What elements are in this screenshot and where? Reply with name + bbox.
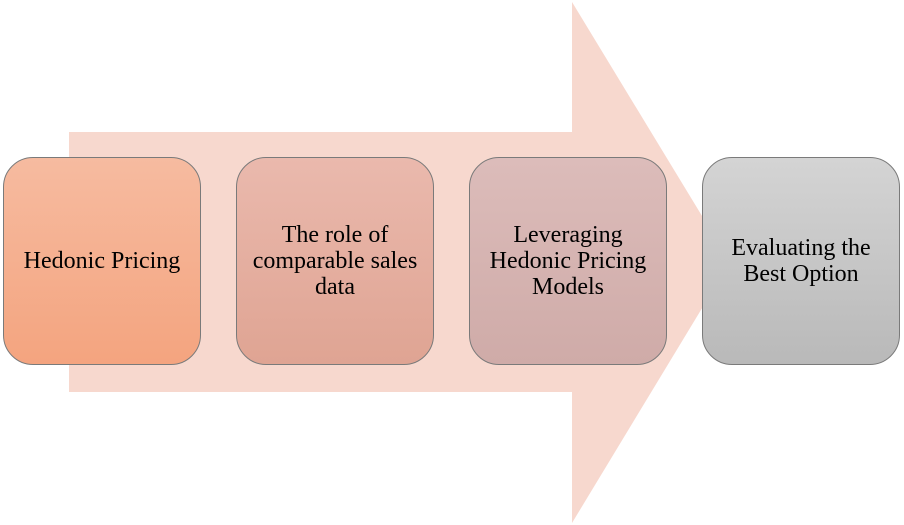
- step-label: The role of comparable sales data: [252, 222, 418, 300]
- step-box-evaluating-option: Evaluating the Best Option: [702, 157, 900, 365]
- step-label: Evaluating the Best Option: [731, 235, 871, 287]
- step-box-hedonic-pricing: Hedonic Pricing: [3, 157, 201, 365]
- step-box-leveraging-models: Leveraging Hedonic Pricing Models: [469, 157, 667, 365]
- step-box-comparable-sales: The role of comparable sales data: [236, 157, 434, 365]
- step-label: Hedonic Pricing: [23, 248, 181, 274]
- step-label: Leveraging Hedonic Pricing Models: [489, 222, 647, 300]
